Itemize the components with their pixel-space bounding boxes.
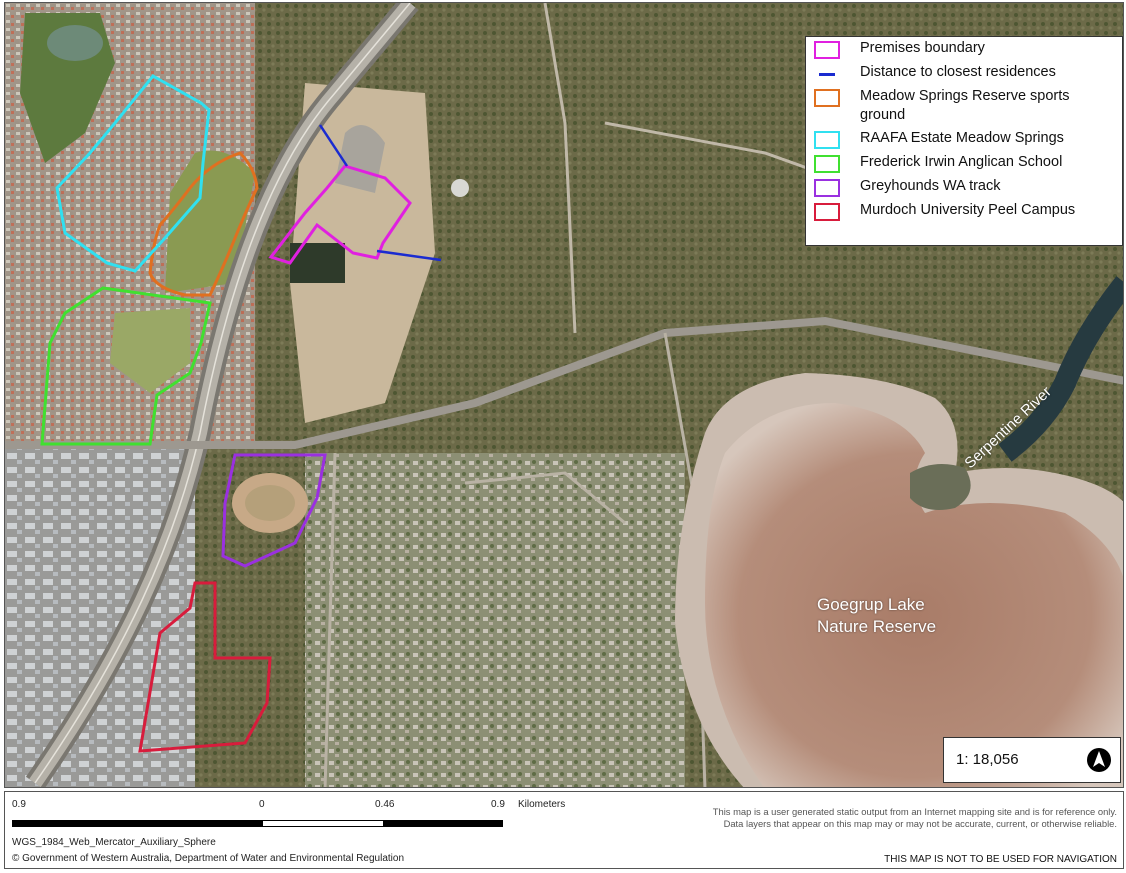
legend-item-sports-ground: Meadow Springs Reserve sports ground <box>814 87 1114 125</box>
legend-item-school: Frederick Irwin Anglican School <box>814 153 1114 173</box>
legend-label: Greyhounds WA track <box>860 178 1001 194</box>
disclaimer-text: This map is a user generated static outp… <box>712 806 1117 829</box>
premises-swatch <box>814 41 840 59</box>
legend-label: Meadow Springs Reserve sports ground <box>860 88 1070 123</box>
murdoch-swatch <box>814 203 840 221</box>
scale-tick-zero: 0 <box>259 799 265 810</box>
north-arrow-icon <box>1086 747 1112 773</box>
legend-item-premises: Premises boundary <box>814 39 1114 59</box>
scale-bar-segment-3 <box>384 820 503 827</box>
copyright-text: © Government of Western Australia, Depar… <box>12 853 405 864</box>
aerial-map[interactable]: Premises boundary Distance to closest re… <box>4 2 1124 788</box>
lake-label-line1: Goegrup Lake <box>817 595 925 614</box>
scale-bar-segment-2 <box>262 820 384 827</box>
scale-tick-left: 0.9 <box>12 799 26 810</box>
scale-bar-segment-1 <box>12 820 262 827</box>
raafa-swatch <box>814 131 840 149</box>
scale-tick-right: 0.9 <box>491 799 505 810</box>
school-swatch <box>814 155 840 173</box>
scale-unit: Kilometers <box>518 799 566 810</box>
legend-label: Premises boundary <box>860 40 985 56</box>
map-legend: Premises boundary Distance to closest re… <box>805 36 1123 246</box>
legend-item-distance: Distance to closest residences <box>814 63 1114 83</box>
legend-label: Murdoch University Peel Campus <box>860 202 1076 218</box>
scale-tick-mid: 0.46 <box>375 799 395 810</box>
legend-label: RAAFA Estate Meadow Springs <box>860 130 1064 146</box>
legend-label: Distance to closest residences <box>860 64 1056 80</box>
sports-ground-swatch <box>814 89 840 107</box>
lake-label-line2: Nature Reserve <box>817 617 937 636</box>
coordinate-system: WGS_1984_Web_Mercator_Auxiliary_Sphere <box>12 837 216 848</box>
legend-item-murdoch: Murdoch University Peel Campus <box>814 201 1114 221</box>
legend-item-raafa: RAAFA Estate Meadow Springs <box>814 129 1114 149</box>
legend-label: Frederick Irwin Anglican School <box>860 154 1063 170</box>
scale-ratio-box: 1: 18,056 <box>943 737 1121 783</box>
greyhounds-swatch <box>814 179 840 197</box>
legend-item-greyhounds: Greyhounds WA track <box>814 177 1114 197</box>
map-footer: 0.9 0 0.46 0.9 Kilometers WGS_1984_Web_M… <box>4 791 1124 869</box>
navigation-warning: THIS MAP IS NOT TO BE USED FOR NAVIGATIO… <box>884 854 1117 865</box>
distance-line-swatch <box>814 65 840 83</box>
scale-ratio: 1: 18,056 <box>956 751 1019 768</box>
